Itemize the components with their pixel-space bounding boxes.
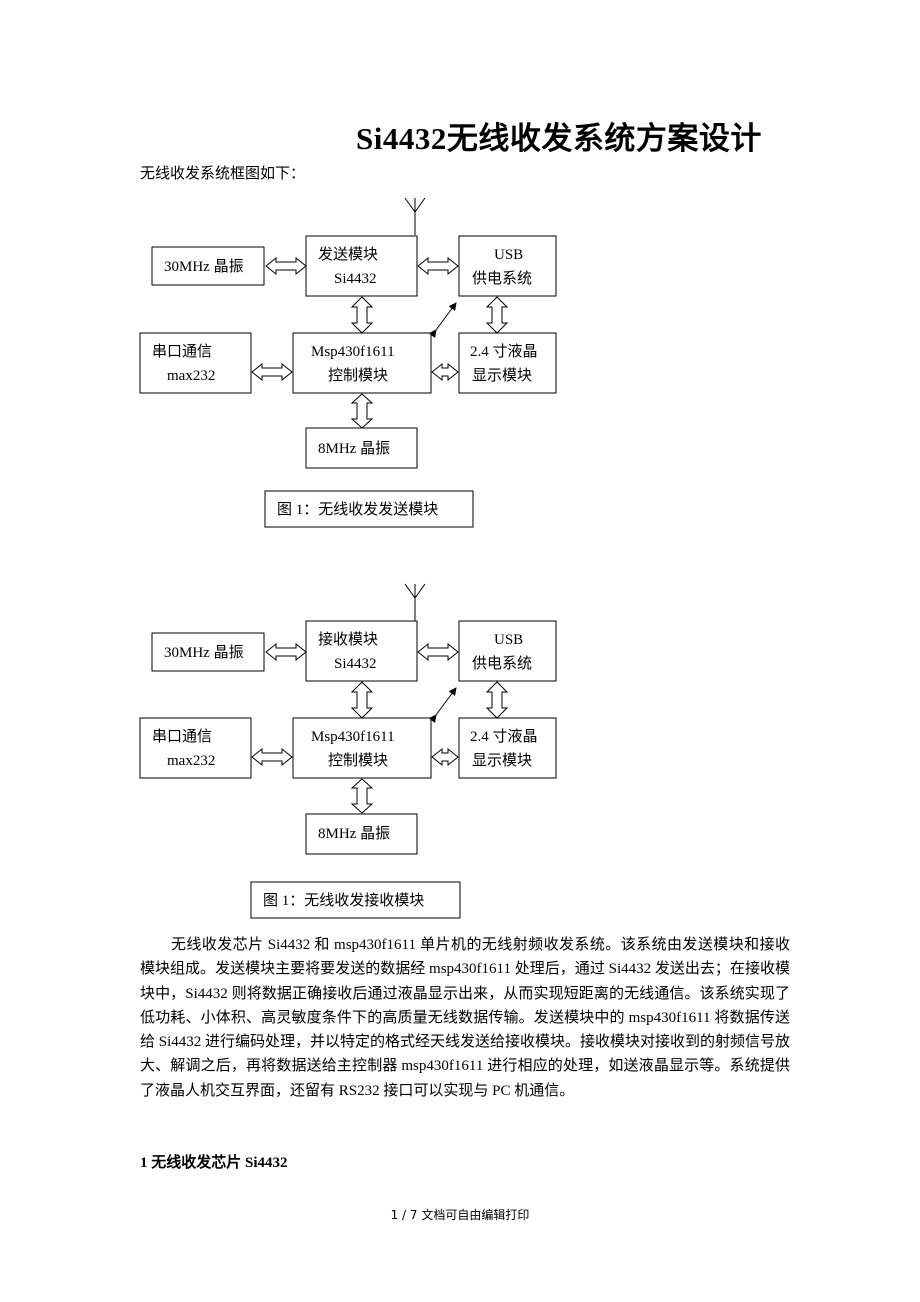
box-rf [305, 235, 418, 297]
caption: 图 1：无线收发发送模块 [277, 501, 438, 518]
box-mcu [292, 332, 432, 394]
box-caption [264, 490, 474, 528]
box-osc30 [151, 246, 265, 286]
lcd-label-1: 2.4 寸液晶 [470, 728, 538, 745]
block-diagram-receive: 30MHz 晶振 接收模块 Si4432 USB 供电系统 串口通信 max23… [139, 583, 557, 919]
uart-label-2: max232 [167, 368, 215, 384]
osc30-label: 30MHz 晶振 [164, 644, 244, 661]
usb-label-2: 供电系统 [472, 270, 532, 287]
intro-text: 无线收发系统框图如下： [140, 166, 306, 182]
box-lcd [458, 717, 557, 779]
page-title: Si4432无线收发系统方案设计 [356, 121, 762, 156]
usb-label-1: USB [494, 632, 523, 648]
mcu-label-2: 控制模块 [328, 367, 388, 384]
body-paragraph: 无线收发芯片 Si4432 和 msp430f1611 单片机的无线射频收发系统… [140, 933, 790, 1103]
mcu-label-1: Msp430f1611 [311, 729, 395, 745]
box-uart [139, 332, 252, 394]
osc8-label: 8MHz 晶振 [318, 825, 390, 842]
section-heading: 1 无线收发芯片 Si4432 [140, 1155, 288, 1171]
lcd-label-2: 显示模块 [472, 752, 532, 769]
rf-label-1: 接收模块 [318, 631, 378, 648]
osc8-label: 8MHz 晶振 [318, 440, 390, 457]
box-osc30 [151, 632, 265, 672]
box-caption [250, 881, 461, 919]
uart-label-1: 串口通信 [152, 343, 212, 360]
box-uart [139, 717, 252, 779]
block-diagram-transmit: 30MHz 晶振 发送模块 Si4432 USB 供电系统 串口通信 max23… [139, 197, 557, 528]
usb-label-1: USB [494, 247, 523, 263]
box-rf [305, 620, 418, 682]
box-osc8 [305, 813, 418, 855]
lcd-label-1: 2.4 寸液晶 [470, 343, 538, 360]
box-usb [458, 235, 557, 297]
uart-label-2: max232 [167, 753, 215, 769]
box-usb [458, 620, 557, 682]
caption: 图 1：无线收发接收模块 [263, 892, 424, 909]
rf-label-2: Si4432 [334, 656, 377, 672]
rf-label-1: 发送模块 [318, 246, 378, 263]
mcu-label-1: Msp430f1611 [311, 344, 395, 360]
rf-label-2: Si4432 [334, 271, 377, 287]
osc30-label: 30MHz 晶振 [164, 258, 244, 275]
box-mcu [292, 717, 432, 779]
uart-label-1: 串口通信 [152, 728, 212, 745]
paragraph-text: 无线收发芯片 Si4432 和 msp430f1611 单片机的无线射频收发系统… [140, 937, 791, 1099]
page-footer: 1 / 7 文档可自由编辑打印 [390, 1208, 530, 1222]
mcu-label-2: 控制模块 [328, 752, 388, 769]
usb-label-2: 供电系统 [472, 655, 532, 672]
box-lcd [458, 332, 557, 394]
lcd-label-2: 显示模块 [472, 367, 532, 384]
